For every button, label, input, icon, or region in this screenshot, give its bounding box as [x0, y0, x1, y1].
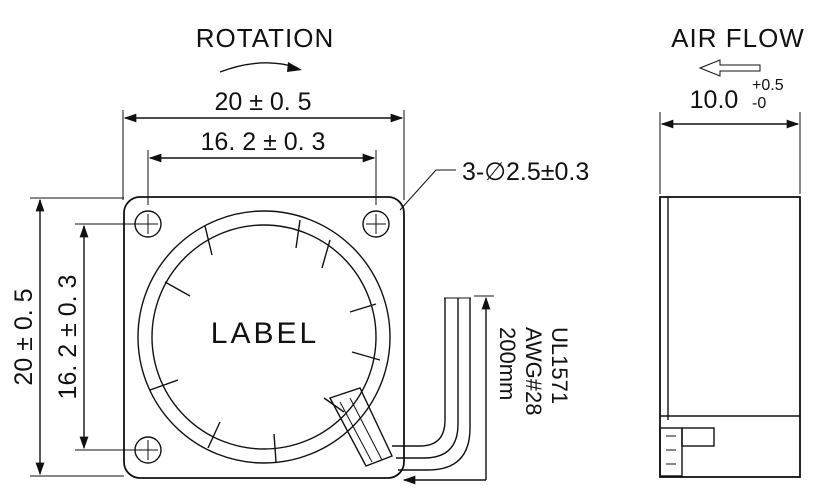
- wire-spec-line1: UL1571: [547, 327, 572, 404]
- airflow-arrow: [698, 59, 761, 77]
- fan-blades: [137, 210, 391, 464]
- depth-tol-plus: +0.5: [752, 77, 784, 94]
- hole-spacing-vertical-dim-text: 16. 2 ± 0. 3: [54, 275, 82, 400]
- hole-spacing-vertical-dimension: 16. 2 ± 0. 3: [54, 223, 140, 451]
- hole-callout-text: 3-∅2.5±0.3: [462, 158, 589, 186]
- rotation-arrow: [219, 62, 299, 73]
- mounting-hole-top-right: [362, 210, 390, 238]
- depth-tol-minus: -0: [752, 95, 766, 112]
- width-dimension: 20 ± 0. 5: [122, 88, 405, 200]
- height-dim-text: 20 ± 0. 5: [10, 288, 38, 385]
- hole-spacing-dimension: 16. 2 ± 0. 3: [147, 128, 377, 205]
- mounting-hole-top-left: [134, 210, 162, 238]
- side-connector: [659, 427, 683, 477]
- mounting-hole-bottom-left: [134, 436, 162, 464]
- side-view: AIR FLOW 10.0 +0.5 -0: [659, 23, 805, 478]
- hole-callout: 3-∅2.5±0.3: [399, 158, 589, 211]
- fan-side-body: [659, 196, 801, 478]
- wire-spec-line2: AWG#28: [521, 327, 546, 415]
- wire-strain-relief: [328, 387, 393, 467]
- height-dimension: 20 ± 0. 5: [10, 197, 124, 477]
- rotation-arrowhead: [287, 62, 302, 72]
- depth-value: 10.0: [690, 86, 739, 114]
- wire-length-text: 200mm: [495, 327, 520, 400]
- airflow-label: AIR FLOW: [671, 23, 805, 53]
- fan-label-text: LABEL: [211, 317, 319, 350]
- hole-spacing-dim-text: 16. 2 ± 0. 3: [201, 128, 326, 156]
- rotation-label: ROTATION: [196, 23, 334, 53]
- front-view: ROTATION 20 ± 0. 5 16. 2 ± 0. 3 20 ± 0. …: [10, 23, 589, 479]
- width-dim-text: 20 ± 0. 5: [214, 88, 311, 116]
- fan-frame: [123, 196, 405, 479]
- lead-wire: UL1571 AWG#28 200mm: [392, 295, 572, 485]
